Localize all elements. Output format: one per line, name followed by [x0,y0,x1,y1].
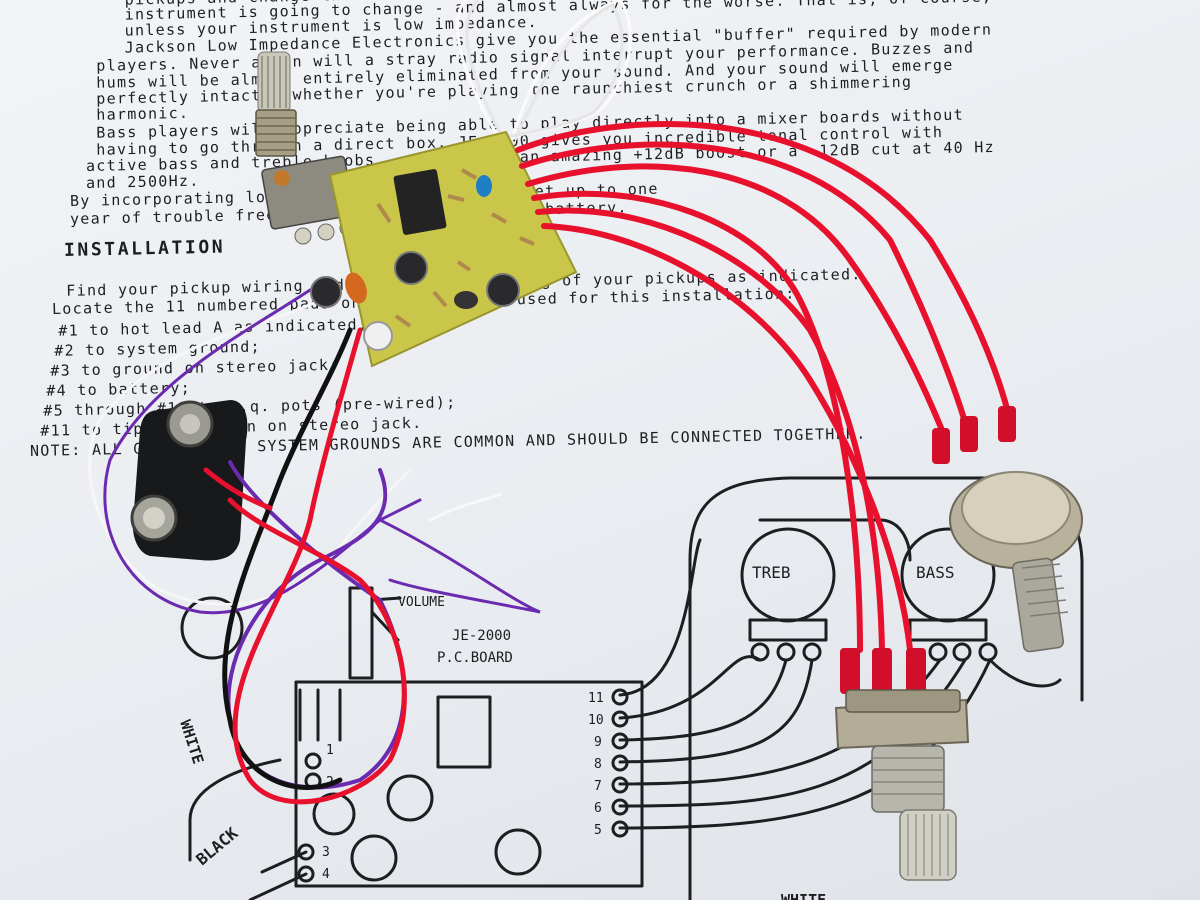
capacitor-blue [476,175,492,197]
white-wire-label: WHITE [176,718,207,767]
loose-wires [88,288,541,805]
pad-number: 4 [322,867,330,882]
pcboard-hole [386,774,434,822]
bass-pot [949,471,1083,653]
capacitor [394,251,428,285]
red-eq-wires [515,121,1013,653]
capacitor [310,276,342,308]
pad-3 [297,843,315,861]
pcboard-ic-outline [436,695,492,769]
treble-lug [802,642,822,662]
pcboard-hole [494,828,542,876]
bass-lug [978,642,998,662]
jack-outline [180,596,244,660]
black-wire [222,327,353,790]
pcboard-hole [350,834,398,882]
wire-terminals [840,406,1016,694]
trace-10 [618,655,762,720]
ic-chip [393,169,447,235]
trace-9 [618,658,788,742]
red-wire [227,327,407,805]
red-wire-clip [203,467,273,511]
pad-6 [611,798,629,816]
trace-3 [260,850,308,874]
pad-number: 7 [594,779,602,794]
black-wire-label: BLACK [192,823,241,869]
trace-8 [618,658,814,764]
volume-pot-outline [348,586,374,680]
capacitor [363,321,393,351]
treble-pot-lug-strip [748,618,828,642]
purple-wire [103,288,422,615]
diagram-trace [188,758,282,862]
treble-pot [834,689,970,881]
pad-8 [611,754,629,772]
pad-number: 11 [588,691,604,706]
volume-label: VOLUME [398,595,445,610]
pcb-board [310,130,578,368]
trace-11 [618,538,702,697]
battery-clip-terminal-center [143,507,165,529]
white-wire-loop [456,0,632,146]
capacitor [486,273,520,307]
trace-bass-ground [988,658,1062,688]
pad-number: 8 [594,757,602,772]
trace-4 [248,872,308,900]
pad-number: 6 [594,801,602,816]
bass-label: BASS [916,563,955,582]
purple-wire-end [378,518,541,614]
pad-10 [611,710,629,728]
pad-7 [611,776,629,794]
pad-number: 1 [326,743,334,758]
bottom-partial-label: WHITE [781,891,826,900]
battery-clip-terminal-center [180,414,200,434]
pad-number: 9 [594,735,602,750]
pcboard-hole [312,792,356,836]
bass-pot-lug-strip [908,618,988,642]
pad-11 [611,688,629,706]
treb-label: TREB [752,563,791,582]
pad-number: 5 [594,823,602,838]
pad-4 [297,865,315,883]
volume-pot-lugs [298,688,342,742]
pad-number: 10 [588,713,604,728]
board-label-pcboard: P.C.BOARD [437,650,513,666]
treble-lug [776,642,796,662]
resistors [376,168,535,328]
pad-9 [611,732,629,750]
transistor [454,291,478,309]
pad-number: 3 [322,845,330,860]
treble-lug [750,642,770,662]
purple-loop [226,460,406,790]
battery-clip [130,400,248,561]
board-label-je2000: JE-2000 [452,628,511,644]
capacitor-orange [345,272,367,304]
bass-lug [928,642,948,662]
pad-5 [611,820,629,838]
white-wire-end [428,492,502,522]
bass-lug [952,642,972,662]
pad-1 [304,752,322,770]
